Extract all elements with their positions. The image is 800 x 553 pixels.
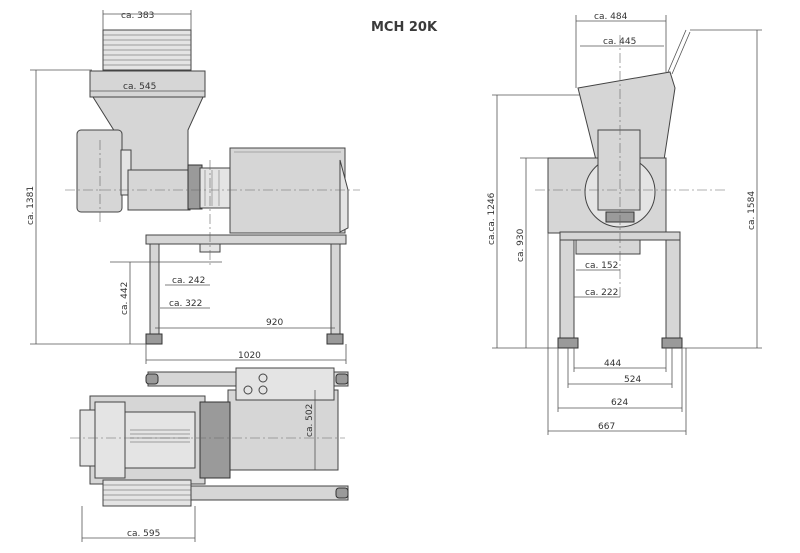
dim-side-322: ca. 322 (169, 299, 202, 309)
dim-side-height-low: ca. 442 (120, 282, 130, 315)
front-leg-left (559, 239, 575, 339)
top-grille (102, 479, 192, 507)
dim-top-502: ca. 502 (305, 404, 315, 437)
dim-front-1584: ca. 1584 (747, 191, 757, 230)
dim-side-hopper-width: ca. 545 (123, 82, 156, 92)
side-leg-right (330, 243, 341, 335)
drawing-title: MCH 20K (371, 20, 438, 35)
front-view: ca. 484 ca. 445 ca.ca. 1246 ca. 930 ca. … (487, 12, 762, 435)
dim-front-445: ca. 445 (603, 37, 636, 47)
dim-front-524: 524 (624, 375, 641, 385)
dim-side-242: ca. 242 (172, 276, 205, 286)
side-leg-left (149, 243, 160, 335)
top-terminal-box (235, 367, 335, 401)
side-gear-motor (229, 147, 346, 234)
dim-side-height-total: ca. 1381 (26, 186, 36, 225)
side-coupling (199, 167, 231, 209)
dim-top-595: ca. 595 (127, 529, 160, 539)
dim-front-624: 624 (611, 398, 628, 408)
side-hopper-top (89, 70, 206, 98)
side-motor (76, 129, 123, 213)
side-frame-top (145, 234, 347, 245)
dim-front-484: ca. 484 (594, 12, 628, 22)
top-gear-motor (227, 389, 339, 471)
dim-front-444: 444 (604, 359, 621, 369)
dim-side-920: 920 (266, 318, 283, 328)
dim-front-222: ca. 222 (585, 288, 618, 298)
dim-side-top-width: ca. 383 (121, 11, 154, 21)
top-view: ca. 502 ca. 595 (70, 367, 349, 542)
front-leg-right (665, 239, 681, 339)
dim-front-152: ca. 152 (585, 261, 618, 271)
side-view: ca. 383 ca. 545 ca. 1381 ca. 442 ca. 242… (26, 10, 360, 364)
dim-front-667: 667 (598, 422, 615, 432)
dim-front-1246: ca.ca. 1246 (487, 192, 497, 245)
dim-front-930: ca. 930 (516, 228, 526, 262)
dim-side-1020: 1020 (238, 351, 261, 361)
